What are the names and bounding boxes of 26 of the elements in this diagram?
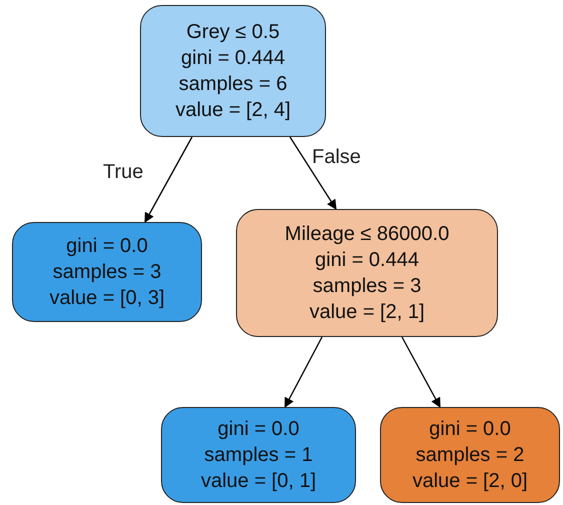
node-text: value = [2, 1] bbox=[309, 300, 425, 325]
node-text: gini = 0.444 bbox=[315, 248, 419, 273]
node-text: gini = 0.0 bbox=[66, 234, 148, 259]
arrow bbox=[289, 136, 337, 210]
node-text: samples = 3 bbox=[52, 260, 162, 285]
tree-node-box bbox=[12, 222, 202, 322]
arrow bbox=[144, 136, 193, 223]
node-text: value = [0, 1] bbox=[200, 469, 316, 494]
node-text: Mileage ≤ 86000.0 bbox=[284, 222, 450, 247]
node-text: samples = 2 bbox=[416, 443, 524, 468]
node-text: samples = 1 bbox=[204, 443, 313, 468]
tree-node-box bbox=[380, 407, 560, 503]
node-text: gini = 0.0 bbox=[429, 417, 511, 442]
node-text: samples = 3 bbox=[312, 274, 422, 299]
arrow bbox=[284, 336, 323, 408]
tree-node-box bbox=[140, 5, 326, 137]
node-text: gini = 0.0 bbox=[218, 417, 300, 442]
node-text: value = [2, 0] bbox=[412, 469, 528, 494]
node-text: value = [0, 3] bbox=[49, 286, 165, 311]
node-text: samples = 6 bbox=[178, 72, 288, 97]
arrow bbox=[401, 336, 441, 408]
node-text: gini = 0.444 bbox=[181, 46, 285, 71]
node-text: value = [2, 4] bbox=[175, 98, 291, 123]
tree-node-box bbox=[236, 209, 498, 337]
tree-node-box bbox=[161, 407, 356, 503]
node-text: Grey ≤ 0.5 bbox=[186, 20, 280, 45]
